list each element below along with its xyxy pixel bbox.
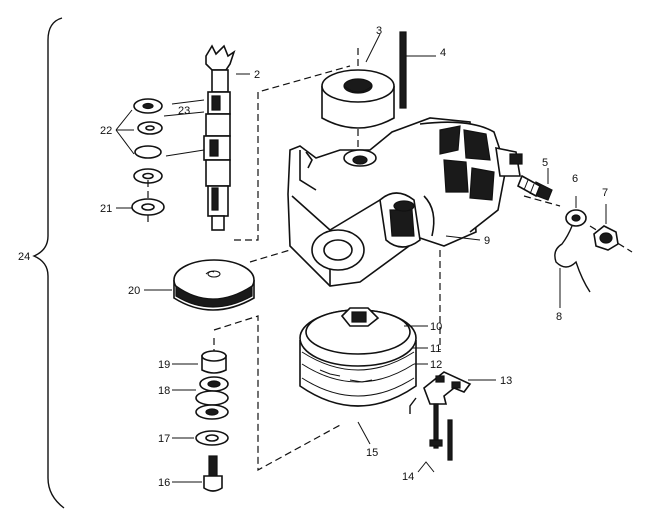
- part-16-screw: [203, 455, 223, 492]
- leader-22: [115, 109, 135, 155]
- callout-15: 15: [366, 447, 378, 459]
- callout-16: 16: [158, 477, 170, 489]
- callout-13: 13: [500, 375, 512, 387]
- part-3-cylinder: [321, 69, 395, 129]
- part-19-cap: [201, 350, 227, 374]
- part-4-pin: [399, 31, 407, 109]
- callout-24: 24: [18, 251, 30, 263]
- callout-8: 8: [556, 311, 562, 323]
- leader-23: [163, 99, 205, 157]
- callout-5: 5: [542, 157, 548, 169]
- dash-lower-bracket: [213, 315, 343, 472]
- callout-11: 11: [430, 343, 441, 355]
- assembly-bracket: [32, 17, 65, 509]
- callout-3: 3: [376, 25, 382, 37]
- callout-17: 17: [158, 433, 170, 445]
- callout-9: 9: [484, 235, 490, 247]
- part-21-washer: [131, 198, 165, 216]
- part-17-washer: [195, 430, 229, 446]
- part-13-bracket: [409, 371, 472, 414]
- part-18-spring: [195, 376, 229, 420]
- callout-2: 2: [254, 69, 260, 81]
- motor-housing: [287, 117, 523, 287]
- callout-7: 7: [602, 187, 608, 199]
- leader-15: [357, 421, 371, 445]
- callout-4: 4: [440, 47, 446, 59]
- part-6-lug: [554, 209, 591, 293]
- leader-14: [417, 461, 435, 473]
- callout-6: 6: [572, 173, 578, 185]
- leader-3: [365, 33, 381, 63]
- callout-14: 14: [402, 471, 414, 483]
- callout-12: 12: [430, 359, 442, 371]
- callout-19: 19: [158, 359, 170, 371]
- part-22-23-clips: [133, 98, 163, 184]
- leader-9: [445, 235, 481, 241]
- part-14-screws: [429, 403, 453, 461]
- callout-22: 22: [100, 125, 112, 137]
- dash-shaft-to-housing: [234, 65, 351, 241]
- field-coil: [299, 307, 417, 407]
- callout-23: 23: [178, 105, 190, 117]
- callout-21: 21: [100, 203, 112, 215]
- callout-10: 10: [430, 321, 442, 333]
- callout-18: 18: [158, 385, 170, 397]
- dash-gear-axis: [249, 249, 291, 263]
- part-20-gear: [173, 259, 255, 311]
- callout-20: 20: [128, 285, 140, 297]
- part-5-screw: [516, 174, 553, 201]
- part-7-nut: [593, 225, 619, 251]
- part-2-shaft: [203, 44, 236, 231]
